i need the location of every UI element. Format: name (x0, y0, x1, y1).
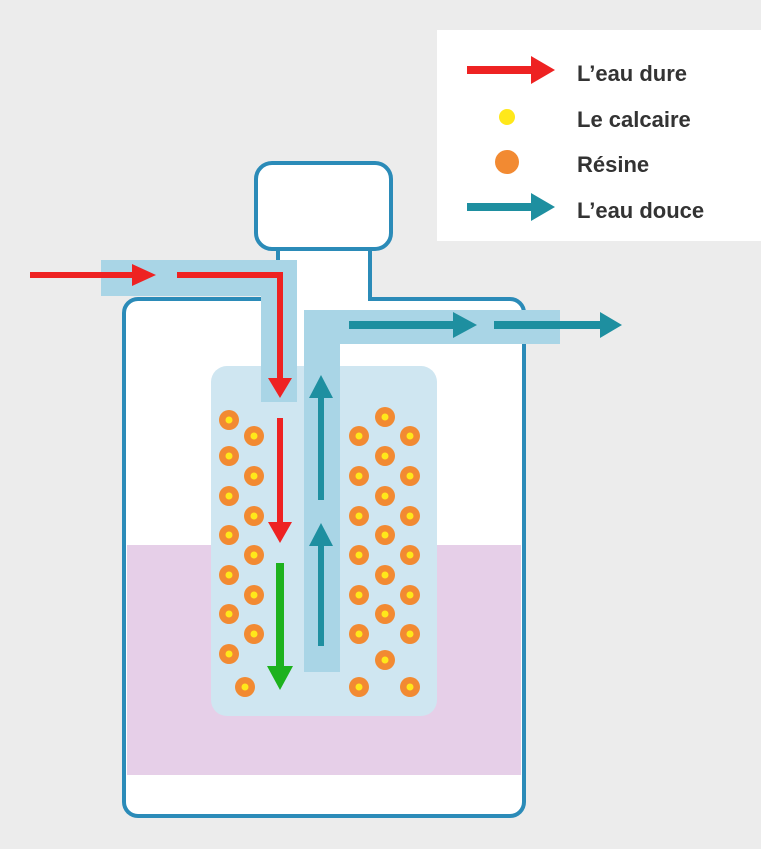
resin-bead (400, 506, 420, 526)
resin-bead (375, 604, 395, 624)
resin-bead (375, 407, 395, 427)
legend-item-hard-water: L’eau dure (467, 56, 687, 86)
red-arrow-icon (268, 272, 292, 398)
legend-label-resin: Résine (577, 152, 649, 177)
resin-bead (219, 486, 239, 506)
teal-arrow-icon (467, 193, 555, 221)
resin-bead (375, 565, 395, 585)
resin-bead (400, 677, 420, 697)
resin-bead (244, 426, 264, 446)
red-arrow-icon (467, 56, 555, 84)
resin-bead (219, 525, 239, 545)
resin-bead (219, 644, 239, 664)
resin-bead (244, 545, 264, 565)
resin-bead (375, 446, 395, 466)
resin-bead (349, 426, 369, 446)
teal-arrow-icon (494, 312, 622, 338)
resin-bead (219, 604, 239, 624)
resin-bead (349, 585, 369, 605)
limescale-dot-icon (499, 109, 515, 125)
resin-bead (349, 677, 369, 697)
resin-bead (219, 410, 239, 430)
resin-bead (400, 545, 420, 565)
resin-bead (219, 565, 239, 585)
legend-label-limescale: Le calcaire (577, 107, 691, 132)
legend-label-hard-water: L’eau dure (577, 61, 687, 86)
soft-water-flow (309, 312, 622, 646)
green-arrow-icon (267, 563, 293, 690)
resin-bead (400, 426, 420, 446)
hard-water-flow (30, 264, 292, 543)
teal-arrow-icon (349, 312, 477, 338)
control-head (254, 161, 393, 251)
teal-arrow-icon (309, 523, 333, 646)
resin-bead (244, 466, 264, 486)
resin-bead (349, 506, 369, 526)
legend-item-resin: Résine (495, 150, 649, 177)
resin-bead (244, 506, 264, 526)
resin-dot-icon (495, 150, 519, 174)
resin-bead (400, 585, 420, 605)
resin-bead (244, 624, 264, 644)
resin-bead (400, 466, 420, 486)
resin-bead (375, 486, 395, 506)
resin-bead (244, 585, 264, 605)
red-arrow-icon (30, 264, 156, 286)
resin-bead (375, 650, 395, 670)
legend-label-soft-water: L’eau douce (577, 198, 704, 223)
resin-bead (349, 624, 369, 644)
resin-bead (349, 466, 369, 486)
red-arrow-icon (268, 418, 292, 543)
teal-arrow-icon (309, 375, 333, 500)
legend-item-limescale: Le calcaire (499, 107, 691, 132)
resin-bead (400, 624, 420, 644)
resin-bead (235, 677, 255, 697)
resin-beads-left (219, 410, 264, 697)
resin-bead (349, 545, 369, 565)
resin-beads-right (349, 407, 420, 697)
legend: L’eau dure Le calcaire Résine L’eau douc… (437, 30, 761, 241)
resin-bead (219, 446, 239, 466)
resin-bead (375, 525, 395, 545)
red-arrow-icon (177, 272, 283, 278)
legend-item-soft-water: L’eau douce (467, 193, 704, 223)
